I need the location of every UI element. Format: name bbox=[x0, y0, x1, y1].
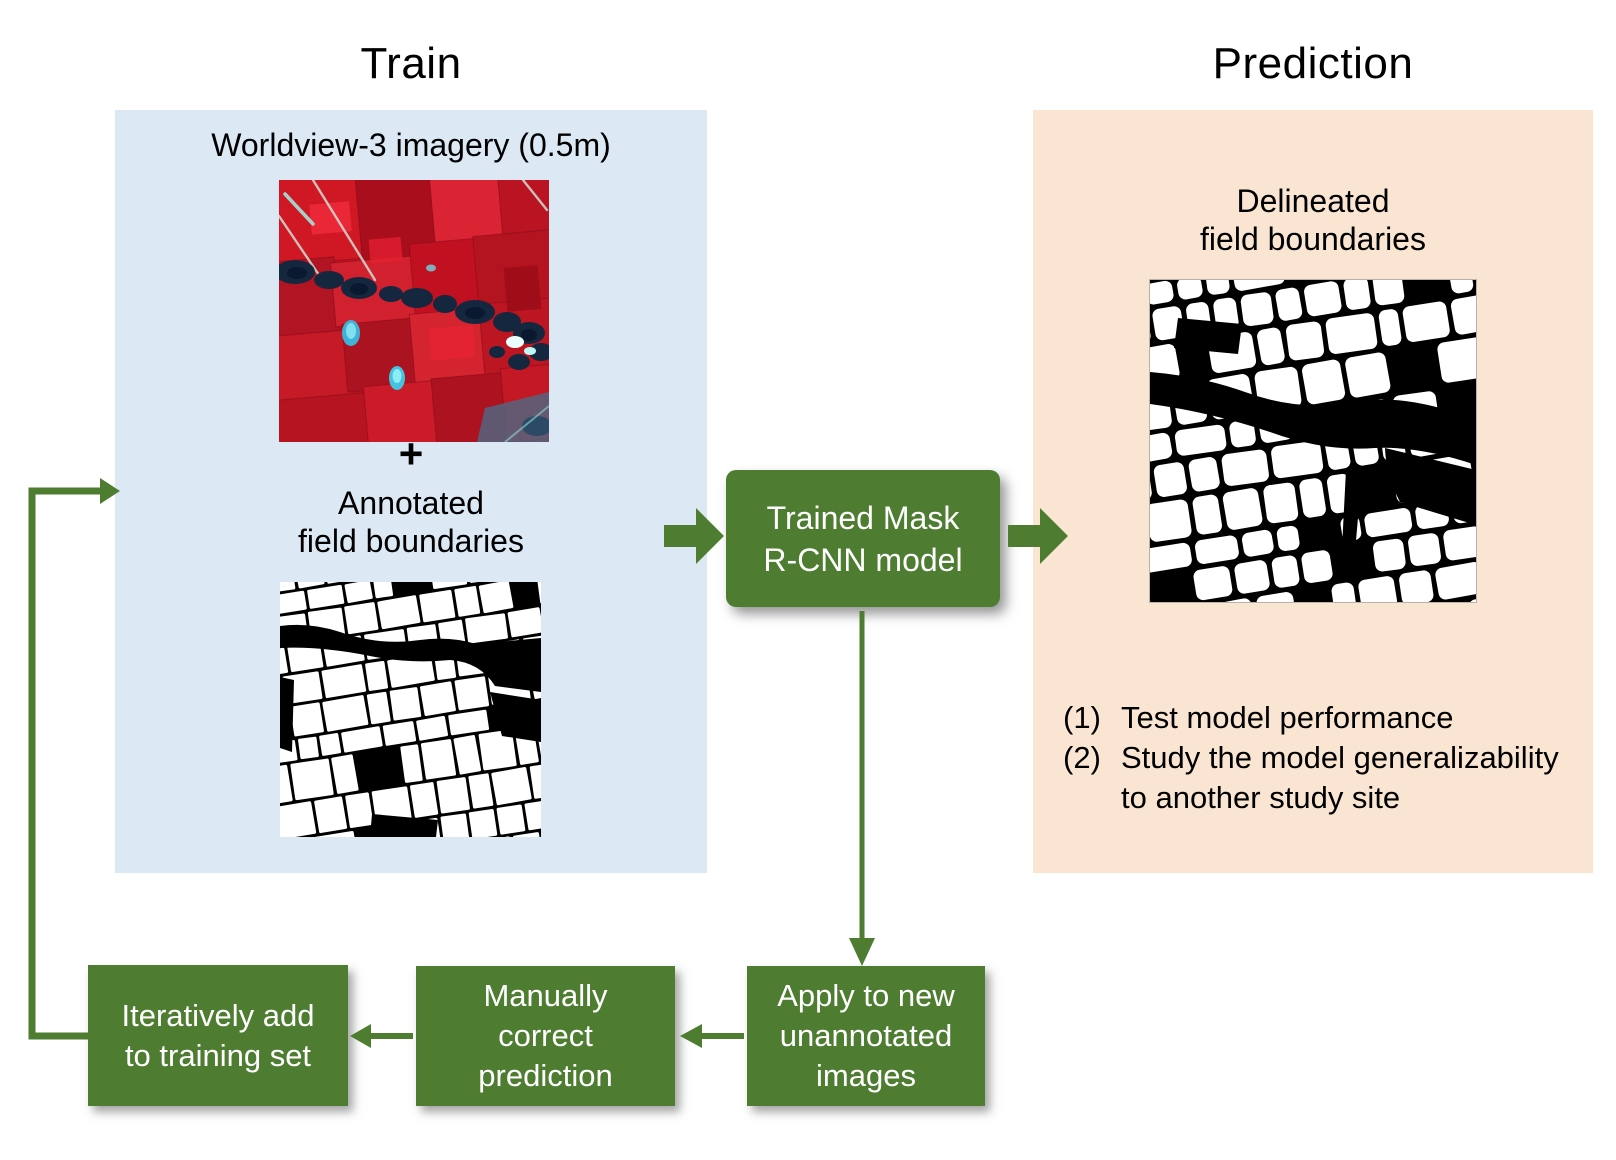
satellite-image bbox=[279, 180, 549, 442]
train-section-title: Train bbox=[360, 39, 462, 88]
note-number: (2) bbox=[1063, 740, 1101, 775]
trained-model-box: Trained Mask R-CNN model bbox=[726, 470, 1000, 607]
note-item: (1) Test model performance bbox=[1063, 698, 1587, 738]
prediction-notes: (1) Test model performance (2) Study the… bbox=[1063, 698, 1587, 818]
note-item: (2) Study the model generalizability to … bbox=[1063, 738, 1587, 818]
iteratively-add-box: Iteratively add to training set bbox=[88, 965, 348, 1106]
prediction-panel: Delineated field boundaries (1) Test mod… bbox=[1033, 110, 1593, 873]
manually-correct-box: Manually correct prediction bbox=[416, 966, 675, 1106]
note-text: Test model performance bbox=[1121, 700, 1454, 735]
prediction-section-title: Prediction bbox=[1212, 39, 1414, 88]
annotated-label: Annotated field boundaries bbox=[298, 485, 524, 559]
delineated-label: Delineated field boundaries bbox=[1200, 183, 1426, 257]
plus-sign: + bbox=[398, 430, 424, 477]
note-text: Study the model generalizability to anot… bbox=[1121, 740, 1559, 815]
loop-line-add-to-train bbox=[28, 487, 102, 1040]
imagery-label: Worldview-3 imagery (0.5m) bbox=[211, 127, 611, 163]
arrowhead-model-to-apply bbox=[849, 938, 875, 966]
predicted-mask-image bbox=[1149, 279, 1477, 603]
train-panel: Worldview-3 imagery (0.5m) bbox=[115, 110, 707, 873]
arrowhead-apply-to-correct bbox=[680, 1024, 702, 1048]
apply-to-new-images-box: Apply to new unannotated images bbox=[747, 966, 985, 1106]
note-number: (1) bbox=[1063, 700, 1101, 735]
arrowhead-correct-to-add bbox=[350, 1024, 371, 1048]
annotated-mask-image bbox=[280, 582, 541, 837]
